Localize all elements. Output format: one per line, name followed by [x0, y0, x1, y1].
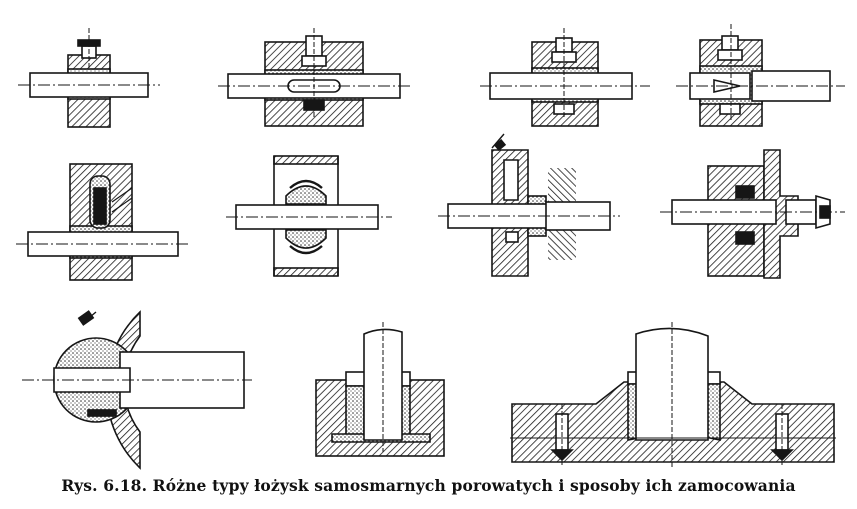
bearing-drawing-8: [660, 149, 845, 279]
bearing-drawing-11: [510, 322, 836, 468]
figure-caption: Rys. 6.18. Różne typy łożysk samosmarnyc…: [61, 476, 796, 495]
bearing-drawing-4: [676, 24, 845, 127]
bearing-drawings-figure: [16, 24, 845, 470]
bearing-drawing-1: [18, 28, 160, 128]
bearing-drawing-2: [218, 28, 410, 127]
bearing-drawing-10: [315, 322, 445, 457]
bearing-drawing-6: [226, 155, 392, 277]
bearing-drawing-5: [16, 163, 188, 281]
bearing-drawing-9: [22, 310, 252, 470]
bearing-drawing-3: [480, 28, 650, 127]
bearing-drawing-7: [438, 133, 620, 277]
